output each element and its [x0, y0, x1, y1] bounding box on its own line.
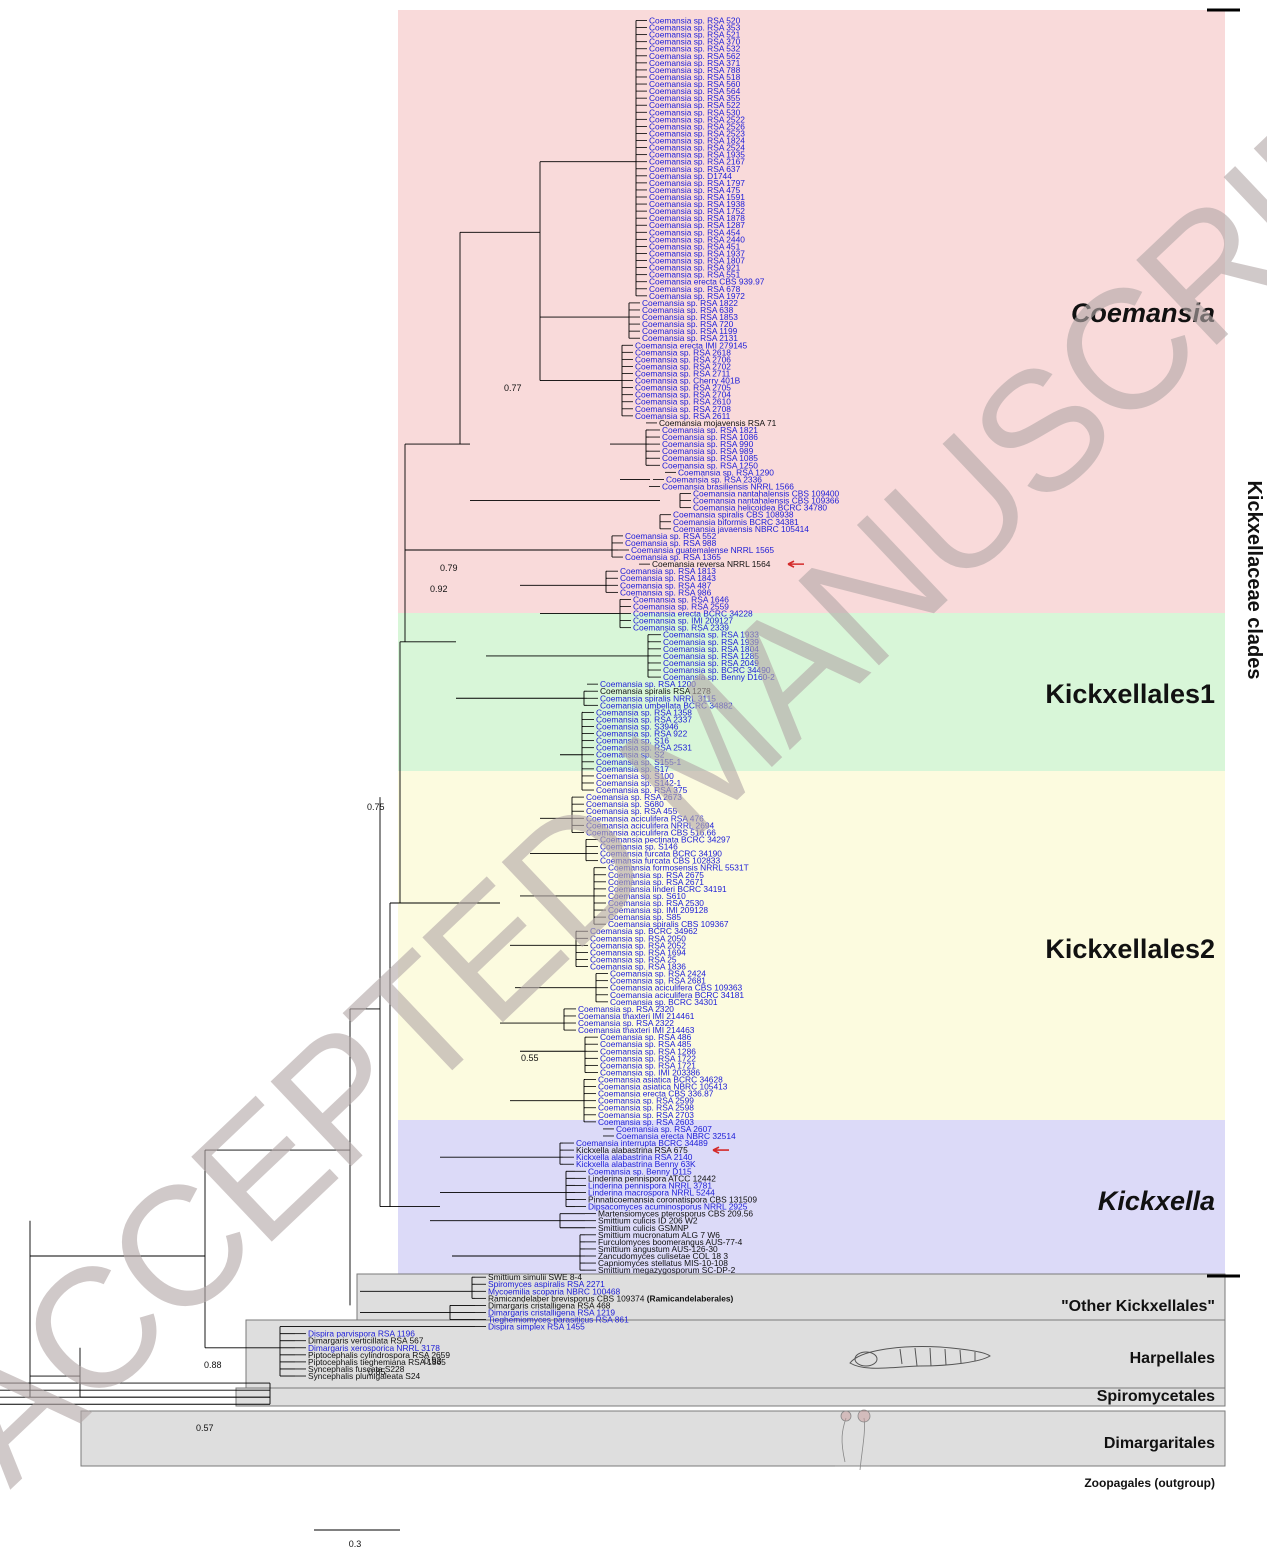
tip-label: Dispira simplex RSA 1455: [488, 1322, 585, 1332]
support-value: 0.85: [368, 1367, 386, 1377]
group-label: Spiromycetales: [1097, 1388, 1215, 1405]
bracket-label: Kickxellaceae clades: [1243, 480, 1265, 679]
support-value: 0.77: [504, 383, 522, 393]
group-label: "Other Kickxellales": [1061, 1298, 1215, 1315]
support-value: 0.88: [204, 1360, 222, 1370]
group-label: Zoopagales (outgroup): [1084, 1476, 1215, 1490]
band-dimargaritales: [81, 1411, 1225, 1466]
tip-label: Syncephalis plumigaleata S24: [308, 1371, 421, 1381]
group-label: Dimargaritales: [1104, 1435, 1215, 1452]
support-value: 0.75: [367, 802, 385, 812]
group-label: Kickxellales2: [1045, 934, 1215, 964]
group-label: Harpellales: [1130, 1350, 1215, 1367]
group-label: Kickxella: [1098, 1186, 1215, 1216]
support-value: 0.79: [440, 563, 458, 573]
support-value: 0.55: [521, 1053, 539, 1063]
support-value: 0.57: [196, 1423, 214, 1433]
band-spiromycetales: [236, 1388, 1225, 1406]
support-value: 0.92: [430, 584, 448, 594]
support-value: 0.93: [424, 1356, 442, 1366]
group-label: Kickxellales1: [1045, 679, 1215, 709]
scale-bar: 0.3: [314, 1530, 400, 1549]
tip-label: Smittium megazygosporum SC-DP-2: [598, 1265, 736, 1275]
scale-bar-label: 0.3: [349, 1539, 362, 1549]
